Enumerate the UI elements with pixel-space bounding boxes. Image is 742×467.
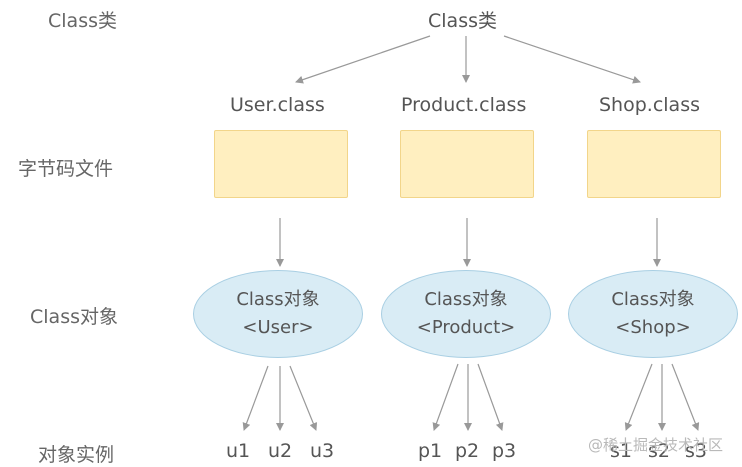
instance-s2: s2	[648, 440, 670, 462]
instance-p1: p1	[418, 440, 443, 462]
instance-p2: p2	[455, 440, 480, 462]
arrow-product-to-p3	[477, 363, 504, 431]
bytecode-box-product	[400, 130, 534, 198]
class-object-title: Class对象	[611, 289, 695, 310]
class-object-user: Class对象 <User>	[193, 270, 363, 358]
row-label-class-object: Class对象	[30, 306, 118, 328]
instance-p3: p3	[492, 440, 517, 462]
bytecode-box-user	[214, 130, 348, 198]
watermark: @稀土掘金技术社区	[588, 436, 724, 454]
class-object-shop: Class对象 <Shop>	[568, 270, 738, 358]
arrow-class-to-user	[295, 35, 431, 84]
arrow-product-to-p1	[432, 363, 459, 431]
arrow-shop-to-s3	[671, 363, 700, 431]
instance-s1: s1	[610, 440, 632, 462]
class-file-product: Product.class	[401, 94, 527, 116]
arrow-class-to-shop	[503, 35, 641, 84]
arrow-shop-to-s1	[624, 363, 653, 431]
instance-u3: u3	[310, 440, 335, 462]
row-label-instances: 对象实例	[38, 444, 115, 466]
row-label-class-type: Class类	[48, 10, 117, 32]
row-label-bytecode: 字节码文件	[18, 158, 114, 180]
class-file-shop: Shop.class	[599, 94, 700, 116]
class-file-user: User.class	[230, 94, 325, 116]
arrow-user-to-u3	[289, 365, 318, 431]
class-object-title: Class对象	[424, 289, 508, 310]
class-object-title: Class对象	[236, 289, 320, 310]
class-object-product: Class对象 <Product>	[381, 270, 551, 358]
top-class-node: Class类	[428, 10, 497, 32]
class-object-type: <Product>	[416, 317, 516, 338]
class-object-type: <Shop>	[615, 317, 691, 338]
instance-u2: u2	[268, 440, 293, 462]
class-object-type: <User>	[242, 317, 314, 338]
instance-u1: u1	[226, 440, 251, 462]
instance-s3: s3	[685, 440, 707, 462]
bytecode-box-shop	[587, 130, 721, 198]
arrow-user-to-u1	[242, 365, 269, 431]
